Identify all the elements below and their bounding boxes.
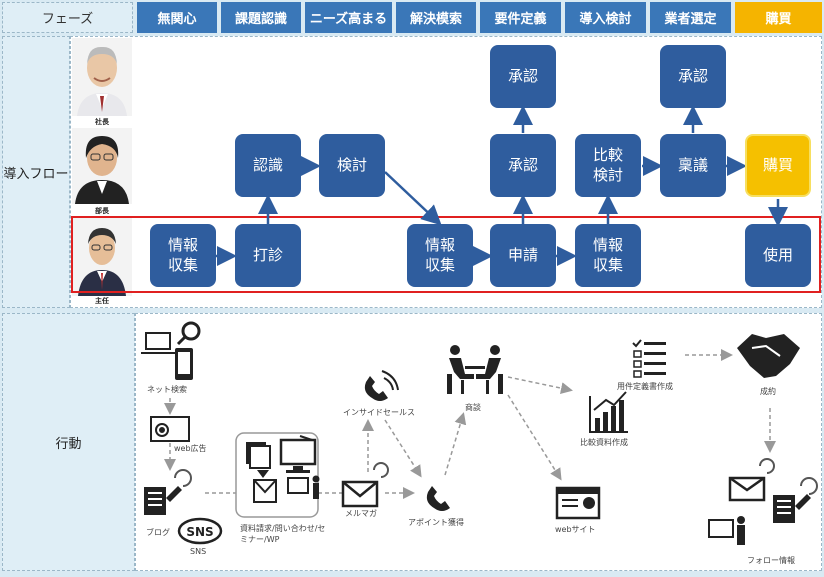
staff-row-highlight (71, 216, 821, 293)
phone-icon-appoint (426, 486, 450, 511)
phone-icon-inside (364, 370, 399, 401)
blog-icon (144, 469, 192, 515)
label-compare-doc: 比較資料作成 (580, 438, 628, 447)
svg-text:SNS: SNS (186, 525, 213, 539)
magnifier-icon (176, 321, 201, 346)
label-net-search: ネット検索 (147, 385, 187, 394)
phase-8: 購買 (735, 2, 822, 33)
box-proposal: 稟議 (660, 134, 726, 197)
manager-photo: 部長 (72, 128, 132, 215)
label-deal: 成約 (760, 387, 776, 396)
box-use: 使用 (745, 224, 811, 287)
phase-1: 無関心 (137, 2, 217, 33)
box-consider: 検討 (319, 134, 385, 197)
box-approve-top-2: 承認 (660, 45, 726, 108)
box-compare: 比較 検討 (575, 134, 641, 197)
phase-header-label: フェーズ (2, 2, 133, 33)
box-info-2: 情報 収集 (407, 224, 473, 287)
label-meeting: 商談 (465, 403, 481, 412)
label-mail: メルマガ (345, 509, 377, 518)
website-icon (555, 486, 601, 520)
sns-icon: SNS (177, 517, 223, 545)
box-sound-out: 打診 (235, 224, 301, 287)
checklist-icon (632, 339, 666, 378)
role-president: 社長 (95, 118, 109, 126)
meeting-icon (447, 345, 503, 394)
label-web-ad: web広告 (174, 444, 207, 453)
handshake-icon (737, 334, 800, 378)
label-blog: ブログ (146, 528, 170, 537)
mail-icon (341, 462, 389, 508)
monitor-icon (279, 435, 317, 473)
phase-6: 導入検討 (565, 2, 646, 33)
label-website: webサイト (555, 525, 596, 534)
follow-mail-icon (728, 458, 775, 502)
box-approve-mid: 承認 (490, 134, 556, 197)
box-info-1: 情報 収集 (150, 224, 216, 287)
label-docs: 資料請求/問い合わせ/セミナー/WP (240, 524, 326, 544)
box-info-3: 情報 収集 (575, 224, 641, 287)
box-recognize: 認識 (235, 134, 301, 197)
box-approve-top-1: 承認 (490, 45, 556, 108)
documents-icon (246, 442, 277, 503)
phase-7: 業者選定 (650, 2, 731, 33)
role-manager: 部長 (95, 207, 109, 215)
box-purchase: 購買 (745, 134, 811, 197)
label-req-doc: 用件定義書作成 (617, 382, 673, 391)
web-ad-icon (150, 416, 190, 442)
phase-5: 要件定義 (480, 2, 561, 33)
presentation-icon (287, 475, 320, 499)
phase-4: 解決模索 (396, 2, 476, 33)
role-staff: 主任 (95, 297, 109, 305)
box-apply: 申請 (490, 224, 556, 287)
follow-document-icon (773, 477, 818, 523)
phase-2: 課題認識 (221, 2, 301, 33)
phase-3: ニーズ高まる (305, 2, 392, 33)
flow-label: 導入フロー (2, 36, 70, 308)
smartphone-icon (175, 348, 193, 380)
laptop-icon (141, 332, 175, 354)
label-sns: SNS (190, 547, 207, 556)
label-follow: フォロー情報 (747, 556, 795, 565)
label-appoint: アポイント獲得 (408, 518, 464, 527)
president-photo: 社長 (72, 38, 132, 126)
bar-chart-icon (589, 391, 628, 433)
action-label: 行動 (2, 313, 135, 571)
label-inside-sales: インサイドセールス (343, 408, 415, 417)
follow-presentation-icon (708, 516, 745, 545)
